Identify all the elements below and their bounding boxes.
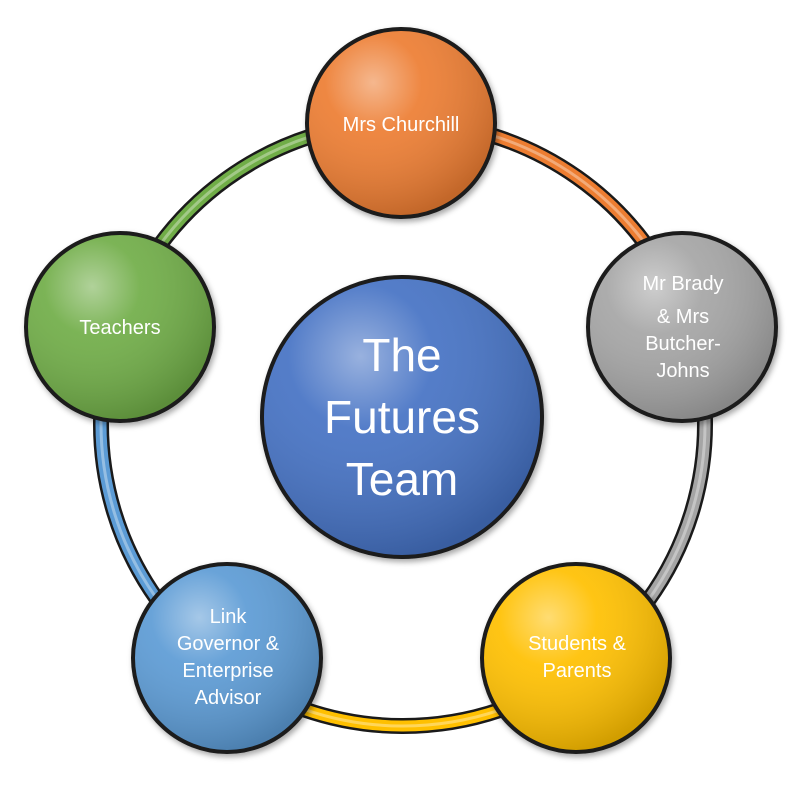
node-circle-shine bbox=[484, 566, 668, 750]
node-circle-shine bbox=[135, 566, 319, 750]
center-circle-shine bbox=[264, 279, 540, 555]
node-circle-shine bbox=[28, 235, 212, 419]
node-circle-shine bbox=[309, 31, 493, 215]
center-circle-group bbox=[260, 275, 544, 559]
node-circle-shine bbox=[590, 235, 774, 419]
node-circles bbox=[24, 27, 778, 754]
